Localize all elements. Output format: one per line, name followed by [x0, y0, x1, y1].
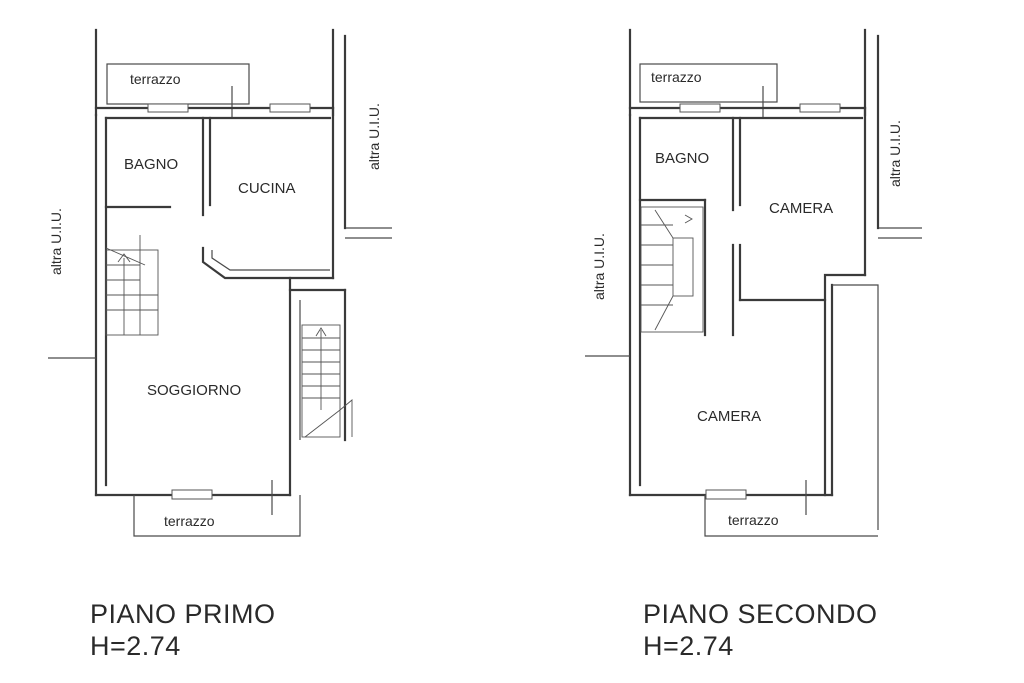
stair-right-first — [301, 324, 353, 438]
label-side-right-first: altra U.I.U. — [366, 103, 382, 170]
label-kitchen: CUCINA — [238, 180, 296, 197]
label-terrace-top-second: terrazzo — [651, 69, 702, 85]
caption-second-floor-height: H=2.74 — [643, 631, 734, 661]
label-terrace-top-first: terrazzo — [130, 71, 181, 87]
terrace-top-outline — [639, 63, 778, 103]
label-terrace-bottom-second: terrazzo — [728, 512, 779, 528]
stair-left-first — [105, 235, 159, 336]
plan-second-floor — [585, 28, 922, 537]
caption-first-floor: PIANO PRIMO H=2.74 — [90, 598, 276, 662]
label-bedroom-top: CAMERA — [769, 200, 833, 217]
caption-first-floor-name: PIANO PRIMO — [90, 599, 276, 629]
label-terrace-bottom-first: terrazzo — [164, 513, 215, 529]
caption-first-floor-height: H=2.74 — [90, 631, 181, 661]
label-side-right-second: altra U.I.U. — [887, 120, 903, 187]
plan-first-floor — [48, 28, 392, 537]
caption-second-floor-name: PIANO SECONDO — [643, 599, 878, 629]
label-bedroom-bottom: CAMERA — [697, 408, 761, 425]
label-bathroom-first: BAGNO — [124, 156, 178, 173]
caption-second-floor: PIANO SECONDO H=2.74 — [643, 598, 878, 662]
label-side-left-first: altra U.I.U. — [48, 208, 64, 275]
label-living-room: SOGGIORNO — [147, 382, 241, 399]
label-side-left-second: altra U.I.U. — [591, 233, 607, 300]
stair-second — [640, 206, 704, 333]
label-bathroom-second: BAGNO — [655, 150, 709, 167]
